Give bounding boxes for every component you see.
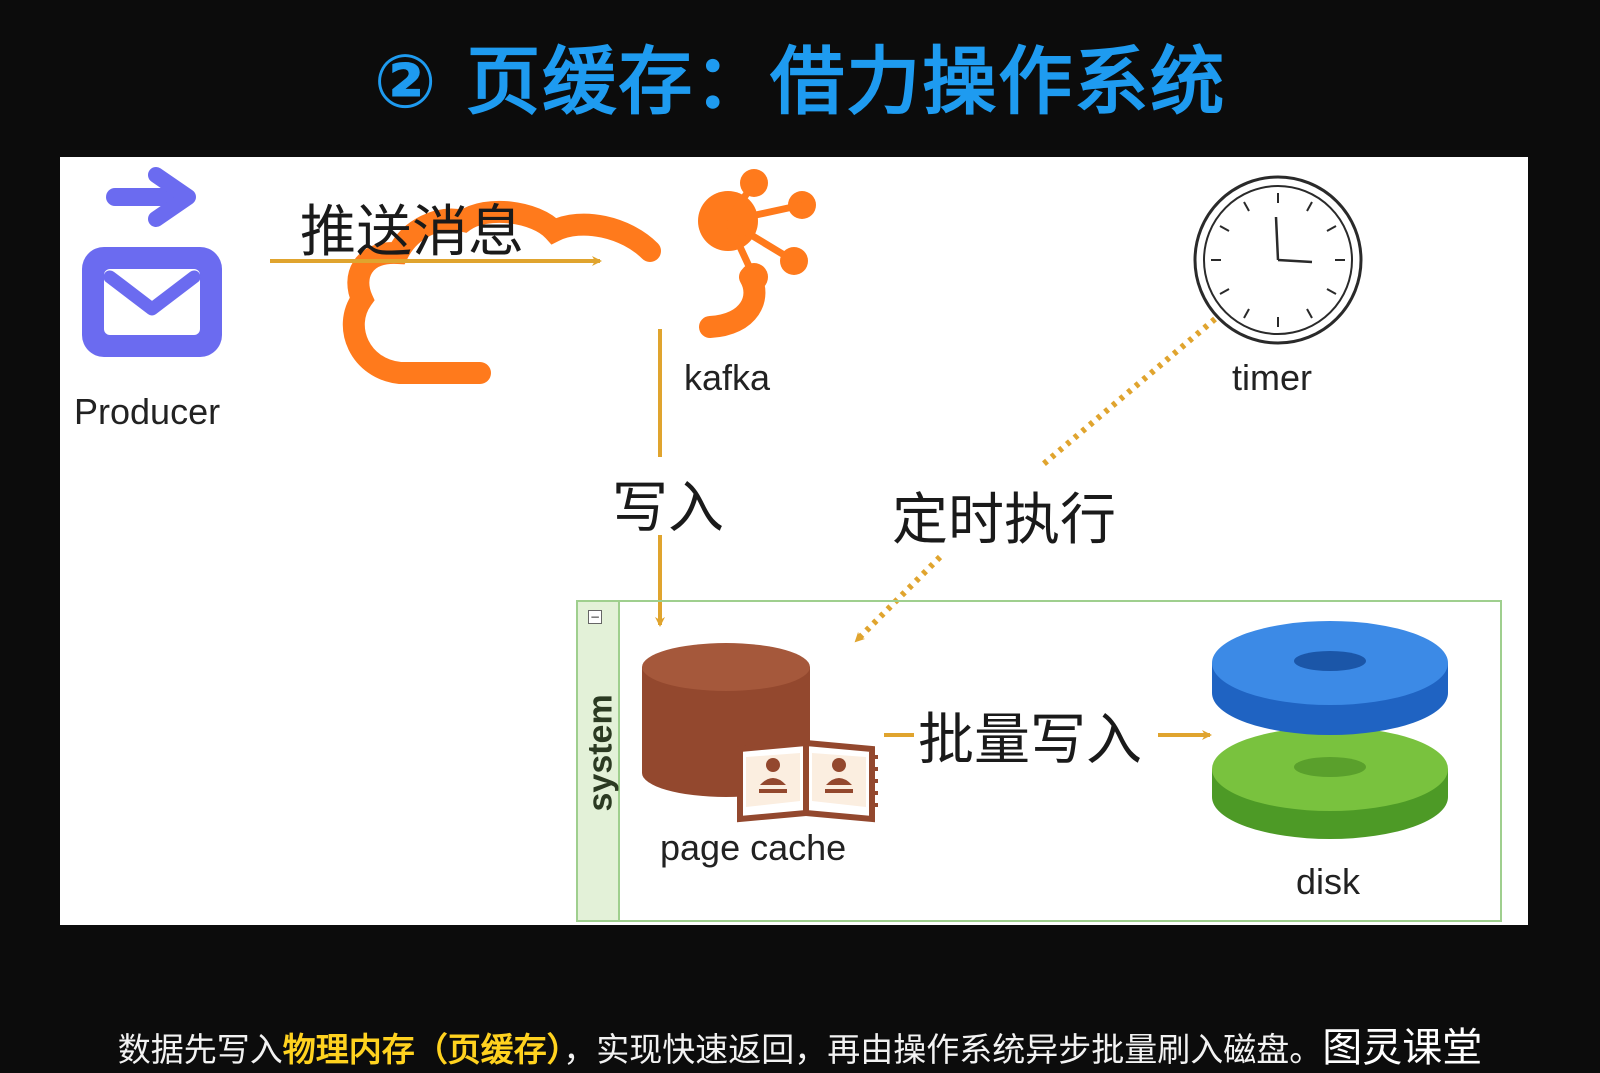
arrow-right-icon (106, 167, 196, 227)
edge-push-label: 推送消息 (300, 200, 524, 265)
clock-icon (1193, 175, 1363, 345)
collapse-button[interactable]: − (588, 610, 602, 624)
producer-label: Producer (74, 391, 221, 432)
edge-timer-arrow-top (1038, 316, 1217, 470)
disk-stack-icon (1212, 621, 1448, 839)
title-bar: ② 页缓存：借力操作系统 (0, 0, 1600, 150)
diagram-graphics (82, 167, 1448, 839)
disk-label: disk (1296, 861, 1361, 902)
edge-write-label: 写入 (612, 476, 724, 541)
edge-batch-label: 批量写入 (918, 708, 1142, 773)
timer-label: timer (1232, 357, 1312, 398)
book-icon (737, 739, 878, 823)
diagram-canvas: − system Producer kafka timer page cache… (60, 157, 1528, 925)
envelope-icon (82, 247, 222, 357)
caption-part2: ，实现快速返回，再由操作系统异步批量刷入磁盘。 (563, 1030, 1323, 1069)
system-header-strip: − system (578, 602, 620, 920)
caption-highlight: 物理内存（页缓存） (282, 1030, 564, 1069)
kafka-cloud-icon (342, 169, 816, 384)
page-title: ② 页缓存：借力操作系统 (373, 39, 1227, 125)
brand-watermark: 图灵课堂 (1322, 1025, 1483, 1071)
system-label: system (581, 694, 620, 812)
subtitle-caption: 数据先写入物理内存（页缓存），实现快速返回，再由操作系统异步批量刷入磁盘。图灵课… (0, 1015, 1600, 1073)
page-cache-label: page cache (660, 827, 847, 868)
edge-timer-label: 定时执行 (892, 488, 1116, 553)
kafka-label: kafka (684, 357, 771, 398)
caption-part1: 数据先写入 (117, 1030, 283, 1069)
system-container: − system (576, 600, 1502, 922)
